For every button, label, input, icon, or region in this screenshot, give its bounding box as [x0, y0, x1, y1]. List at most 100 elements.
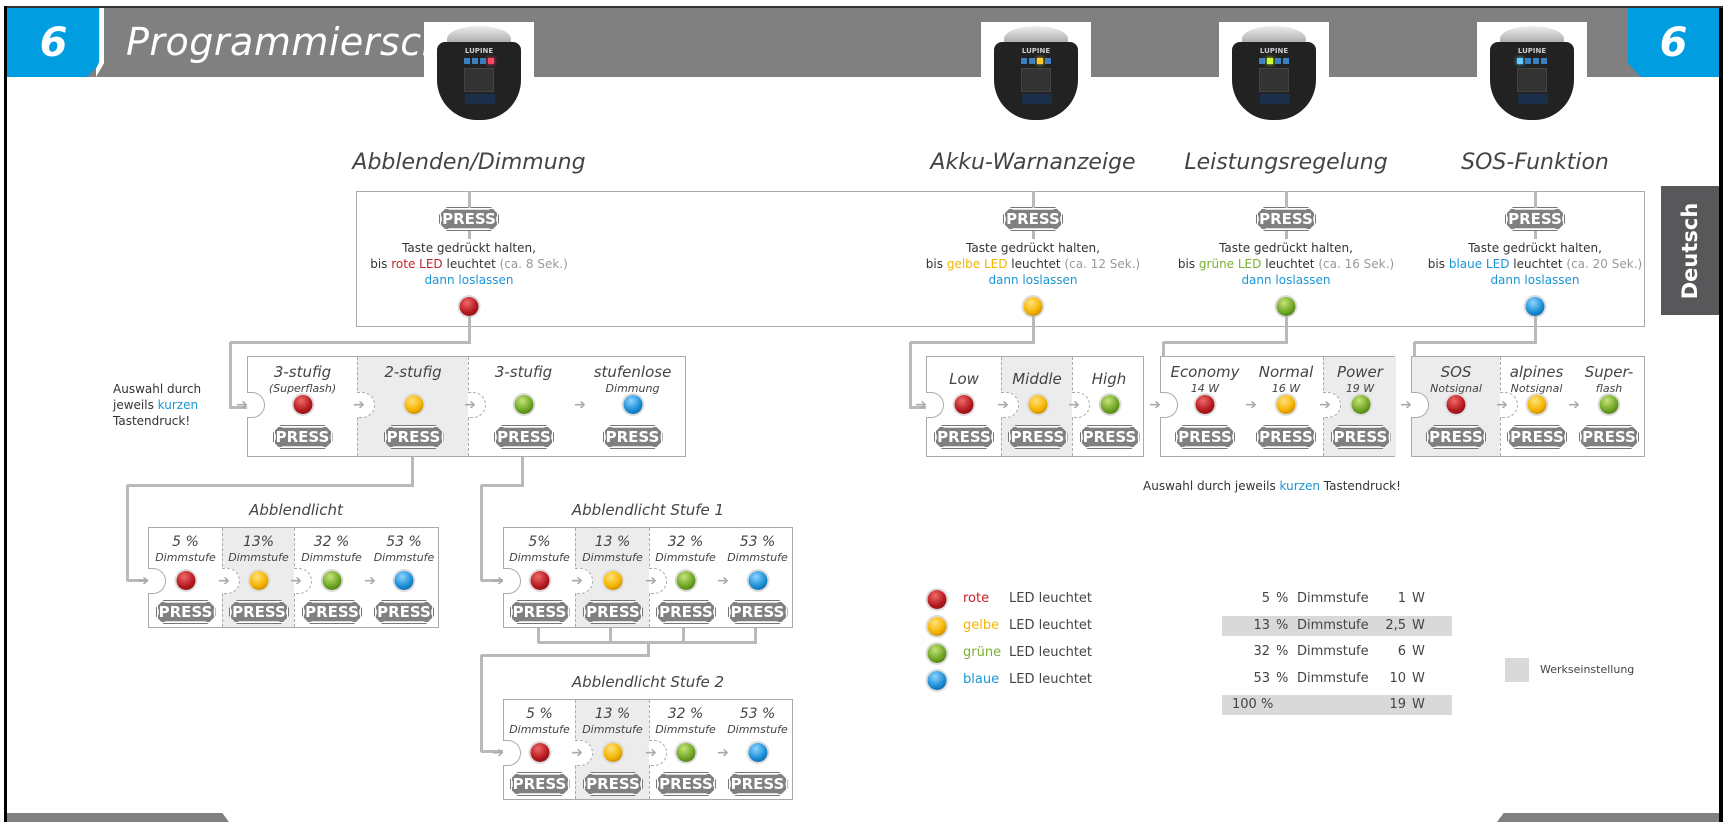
mode-option-title: 5 % — [526, 706, 553, 722]
press-button[interactable]: PRESS — [728, 600, 788, 624]
press-button[interactable]: PRESS — [494, 425, 554, 449]
press-button[interactable]: PRESS — [583, 600, 643, 624]
press-button[interactable]: PRESS — [1256, 207, 1316, 231]
led-yellow-icon — [1276, 395, 1296, 414]
lamp-led-indicators — [1259, 58, 1289, 64]
language-tab[interactable]: Deutsch — [1661, 186, 1719, 315]
mode-option[interactable]: 3-stufig(Superflash)PRESS — [248, 357, 357, 456]
lamp-led — [1029, 58, 1035, 64]
lamp-led — [1541, 58, 1547, 64]
press-button[interactable]: PRESS — [603, 425, 663, 449]
lamp-icon: LUPINE — [431, 24, 527, 120]
press-button[interactable]: PRESS — [656, 600, 716, 624]
instruction-text: bis — [1427, 257, 1449, 271]
lamp-led — [1021, 58, 1027, 64]
mode-option-title: Normal — [1258, 363, 1314, 381]
lamp-housing: LUPINE — [994, 42, 1078, 120]
led-red-icon — [954, 395, 974, 414]
press-button[interactable]: PRESS — [728, 772, 788, 796]
arrow-right-icon: ➔ — [915, 397, 927, 413]
arrow-right-icon: ➔ — [717, 745, 729, 761]
mode-option-title: 5 % — [172, 534, 199, 550]
chapter-number-left: 6 — [7, 8, 100, 77]
press-button[interactable]: PRESS — [273, 425, 333, 449]
press-button[interactable]: PRESS — [229, 600, 289, 624]
footer-bar-left — [7, 813, 229, 822]
arrow-right-icon: ➔ — [364, 573, 376, 589]
instruction-text: Taste gedrückt halten,bis blaue LED leuc… — [1428, 240, 1642, 288]
press-button[interactable]: PRESS — [439, 207, 499, 231]
connector-line — [521, 457, 524, 485]
press-button[interactable]: PRESS — [510, 772, 570, 796]
lamp-button — [1259, 68, 1289, 92]
connector-line — [910, 341, 1035, 344]
header-bar — [7, 8, 1719, 77]
press-button[interactable]: PRESS — [1505, 207, 1565, 231]
connector-line — [1285, 316, 1288, 342]
press-button[interactable]: PRESS — [1175, 425, 1235, 449]
press-button[interactable]: PRESS — [1579, 425, 1639, 449]
led-red-icon — [459, 297, 479, 316]
connector-line — [468, 316, 471, 342]
lamp-led-indicators — [1021, 58, 1051, 64]
arrow-right-icon: ➔ — [236, 397, 248, 413]
press-button[interactable]: PRESS — [374, 600, 434, 624]
press-button[interactable]: PRESS — [1507, 425, 1567, 449]
instruction-line: Taste gedrückt halten, — [402, 241, 536, 255]
press-button[interactable]: PRESS — [656, 772, 716, 796]
duration-text: (ca. 12 Sek.) — [1064, 257, 1141, 271]
connector-line — [1534, 191, 1537, 208]
mode-option-title: 53 % — [739, 706, 776, 722]
mode-option-subtitle: 16 W — [1271, 382, 1301, 395]
press-button[interactable]: PRESS — [1080, 425, 1140, 449]
section-title-dimming: Abblenden/Dimmung — [352, 150, 586, 175]
instruction-line: Taste gedrückt halten, — [1468, 241, 1602, 255]
watts-value: 19 — [1389, 697, 1406, 712]
press-button[interactable]: PRESS — [583, 772, 643, 796]
press-button[interactable]: PRESS — [1003, 207, 1063, 231]
press-button[interactable]: PRESS — [384, 425, 444, 449]
press-button[interactable]: PRESS — [1008, 425, 1068, 449]
section-title-leistung: Leistungsregelung — [1184, 150, 1388, 175]
press-button[interactable]: PRESS — [1426, 425, 1486, 449]
press-button[interactable]: PRESS — [1256, 425, 1316, 449]
instruction-line: Taste gedrückt halten, — [1219, 241, 1353, 255]
connector-line — [229, 342, 232, 409]
press-button[interactable]: PRESS — [1331, 425, 1391, 449]
connector-line — [230, 406, 248, 409]
press-button[interactable]: PRESS — [156, 600, 216, 624]
mode-option-subtitle: 14 W — [1190, 382, 1220, 395]
note-line: Tastendruck! — [113, 414, 191, 428]
lamp-icon: LUPINE — [1226, 24, 1322, 120]
lamp-led — [472, 58, 478, 64]
mode-option-title: 3-stufig — [273, 363, 332, 381]
lamp-led — [1267, 58, 1273, 64]
press-button[interactable]: PRESS — [934, 425, 994, 449]
press-button[interactable]: PRESS — [302, 600, 362, 624]
footer-bar-right — [1497, 813, 1719, 822]
press-button[interactable]: PRESS — [510, 600, 570, 624]
led-green-icon — [676, 571, 696, 590]
